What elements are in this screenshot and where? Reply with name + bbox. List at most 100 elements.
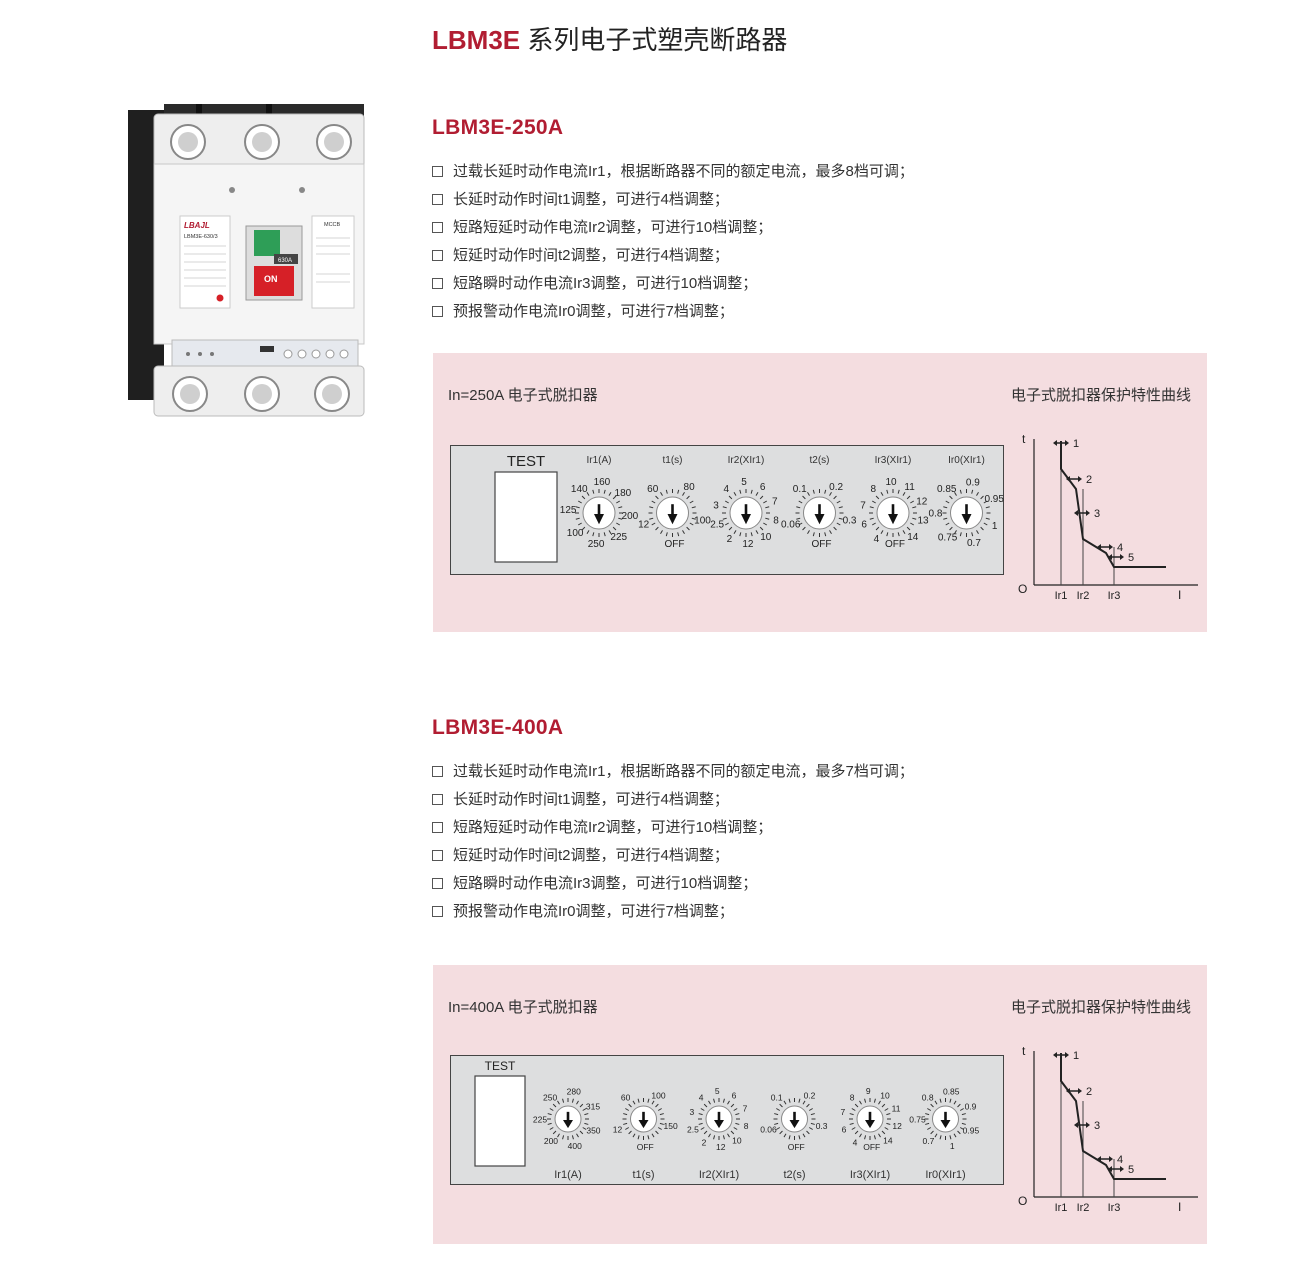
dial-mark: 0.95 bbox=[984, 494, 1004, 505]
dial-mark: 13 bbox=[917, 516, 929, 527]
list-item: 短路瞬时动作电流Ir3调整，可进行10档调整； bbox=[432, 870, 914, 898]
feature-text: 过载长延时动作电流Ir1，根据断路器不同的额定电流，最多8档可调； bbox=[453, 163, 914, 180]
dial-mark: 4 bbox=[874, 534, 880, 545]
dial-tick bbox=[976, 491, 979, 496]
feature-list-400a: 过载长延时动作电流Ir1，根据断路器不同的额定电流，最多7档可调； 长延时动作时… bbox=[432, 758, 914, 926]
dial-tick bbox=[783, 1100, 787, 1105]
dial-mark: 0.7 bbox=[967, 538, 981, 549]
dial-mark: 12 bbox=[716, 1142, 726, 1152]
dial-mark: 3 bbox=[713, 500, 719, 511]
dial-mark: 60 bbox=[621, 1092, 631, 1102]
dial-mark: 1 bbox=[992, 521, 998, 532]
test-button[interactable] bbox=[494, 471, 558, 563]
curve-label: 电子式脱扣器保护特性曲线 bbox=[1010, 387, 1191, 404]
dial-tick bbox=[581, 526, 586, 531]
dial-mark: 2.5 bbox=[710, 519, 724, 530]
dial-tick bbox=[934, 1100, 938, 1105]
dial-tick bbox=[713, 1098, 716, 1103]
dial-tick bbox=[878, 1100, 881, 1105]
dial-tick bbox=[730, 1130, 735, 1135]
dial-label: Ir3(XIr1) bbox=[875, 455, 912, 466]
list-item: 预报警动作电流Ir0调整，可进行7档调整； bbox=[432, 898, 914, 926]
dial-tick bbox=[943, 506, 948, 509]
dial-tick bbox=[859, 1133, 862, 1138]
dial-tick bbox=[854, 1130, 859, 1135]
dial-mark: 100 bbox=[694, 516, 711, 527]
dial-label: Ir3(XIr1) bbox=[850, 1169, 890, 1181]
dial-mark: OFF bbox=[811, 539, 831, 550]
dial-tick bbox=[985, 517, 990, 520]
dial-tick bbox=[971, 489, 974, 494]
dial-tick bbox=[798, 1098, 801, 1103]
feature-list-250a: 过载长延时动作电流Ir1，根据断路器不同的额定电流，最多8档可调； 长延时动作时… bbox=[432, 158, 914, 326]
dial-tick bbox=[603, 532, 606, 537]
dial-tick bbox=[682, 491, 685, 496]
list-item: 过载长延时动作电流Ir1，根据断路器不同的额定电流，最多7档可调； bbox=[432, 758, 914, 786]
dial-label: t2(s) bbox=[810, 455, 830, 466]
arrow-left-icon bbox=[1066, 476, 1070, 482]
dial-label: Ir2(XIr1) bbox=[728, 455, 765, 466]
arrow-left-icon bbox=[1074, 1122, 1078, 1128]
dial-mark: 0.75 bbox=[909, 1115, 926, 1125]
dial-tick bbox=[851, 1127, 856, 1130]
dial-label: Ir1(A) bbox=[554, 1169, 582, 1181]
dial-tick bbox=[677, 532, 680, 537]
dial-mark: 4 bbox=[699, 1092, 704, 1102]
list-item: 短路瞬时动作电流Ir3调整，可进行10档调整； bbox=[432, 270, 914, 298]
dial-tick bbox=[755, 530, 759, 535]
dial-tick bbox=[881, 1103, 886, 1108]
dial-tick bbox=[686, 526, 690, 531]
dial-tick bbox=[547, 1113, 552, 1116]
dial-tick bbox=[774, 1122, 779, 1125]
dial-tick bbox=[592, 489, 595, 494]
dial-mark: 9 bbox=[866, 1086, 871, 1096]
dial-tick bbox=[592, 532, 595, 537]
dial-tick bbox=[649, 506, 654, 509]
dial-tick bbox=[722, 517, 727, 520]
dial-mark: 250 bbox=[543, 1092, 557, 1102]
dial-tick bbox=[577, 522, 582, 526]
x-label: Ir3 bbox=[1108, 590, 1121, 602]
dial-tick bbox=[623, 1122, 628, 1125]
checkbox-icon bbox=[432, 850, 443, 861]
dial-mark: 12 bbox=[638, 519, 650, 530]
dial-tick bbox=[689, 522, 694, 526]
dial-tick bbox=[659, 1122, 664, 1125]
dial-tick bbox=[949, 495, 953, 500]
dial-tick bbox=[798, 522, 803, 526]
dial-tick bbox=[864, 1135, 867, 1140]
dial-mark: 10 bbox=[732, 1136, 742, 1146]
test-button[interactable] bbox=[474, 1075, 526, 1167]
dial-tick bbox=[779, 1103, 783, 1108]
dial-tick bbox=[659, 1113, 664, 1116]
dial-mark: 7 bbox=[841, 1107, 846, 1117]
arrow-left-icon bbox=[1053, 1052, 1057, 1058]
dial-mark: 225 bbox=[533, 1115, 547, 1125]
t-axis-label: t bbox=[1022, 1044, 1026, 1058]
dial-tick bbox=[833, 495, 837, 500]
list-item: 短路短延时动作电流Ir2调整，可进行10档调整； bbox=[432, 814, 914, 842]
dial-tick bbox=[838, 506, 843, 509]
dial-tick bbox=[897, 532, 900, 537]
dial-mark: 0.06 bbox=[781, 519, 801, 530]
dial-mark: 10 bbox=[760, 532, 772, 543]
x-label: Ir2 bbox=[1077, 590, 1090, 602]
dial-tick bbox=[939, 1098, 942, 1103]
dial-tick bbox=[660, 530, 663, 535]
dial-tick bbox=[902, 491, 906, 496]
list-item: 过载长延时动作电流Ir1，根据断路器不同的额定电流，最多8档可调； bbox=[432, 158, 914, 186]
dial-tick bbox=[698, 1113, 703, 1116]
dial-tick bbox=[954, 530, 957, 535]
